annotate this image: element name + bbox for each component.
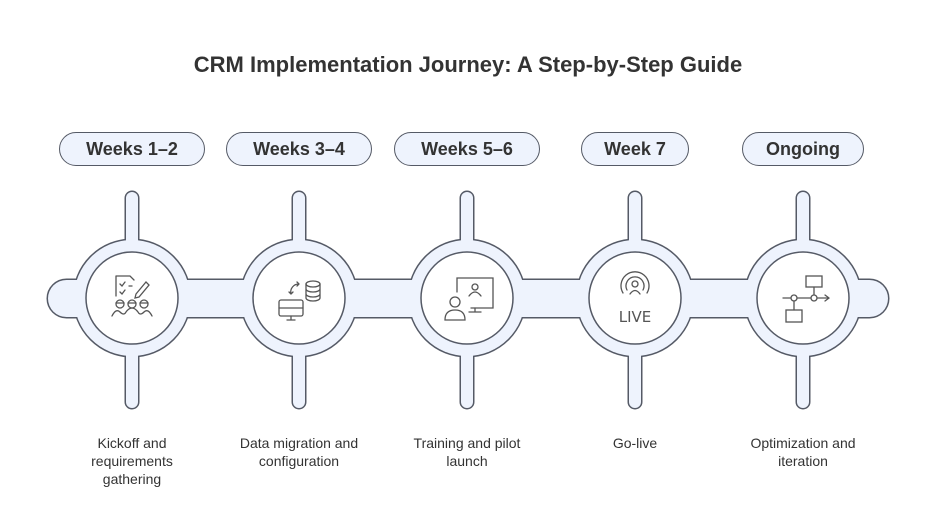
step-node [420,251,514,345]
step-description: Go-live [612,435,658,451]
training-presentation-icon [444,277,494,321]
live-icon-text: LIVE [619,308,652,326]
step-description: Data migration and configuration [239,435,359,469]
step-description: Optimization and iteration [750,435,856,469]
step-node [85,251,179,345]
live-broadcast-icon: LIVE [619,271,652,326]
step-period-label: Week 7 [581,132,689,166]
step-description: Training and pilot launch [413,435,521,469]
step-period-label: Weeks 3–4 [226,132,372,166]
data-migration-icon [278,280,321,321]
step-node [252,251,346,345]
step-period-label: Ongoing [742,132,864,166]
step-node: LIVE [588,251,682,345]
step-period-label: Weeks 1–2 [59,132,205,166]
step-node [756,251,850,345]
process-flow-icon [782,275,831,323]
step-description: Kickoff and requirements gathering [91,435,173,487]
step-period-label: Weeks 5–6 [394,132,540,166]
page-title: CRM Implementation Journey: A Step-by-St… [193,52,743,77]
kickoff-team-checklist-icon [111,275,153,317]
